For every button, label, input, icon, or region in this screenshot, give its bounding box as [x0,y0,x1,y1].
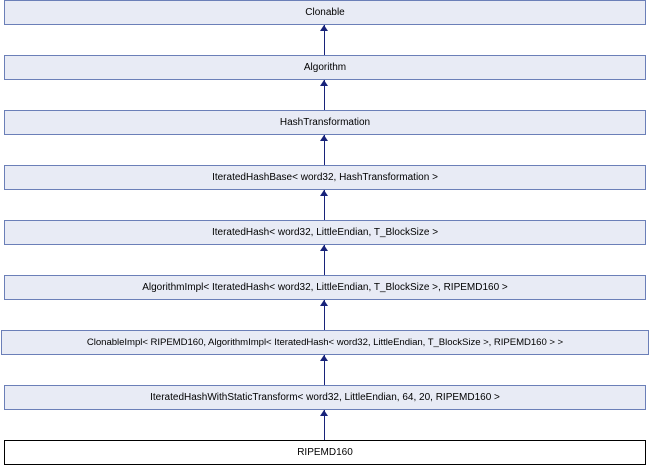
class-node-hashtransformation[interactable]: HashTransformation [4,110,646,135]
inheritance-edge-algorithmimpl-to-iteratedhash [324,245,325,275]
inheritance-edge-iteratedhashwithstatictransform-to-clonableimpl [324,355,325,385]
inheritance-arrow-icon [320,245,328,251]
class-node-label: IteratedHashBase< word32, HashTransforma… [212,172,438,183]
inheritance-arrow-icon [320,25,328,31]
class-node-label: ClonableImpl< RIPEMD160, AlgorithmImpl< … [86,337,564,348]
inheritance-edge-hashtransformation-to-algorithm [324,80,325,110]
inheritance-edge-ripemd160-to-iteratedhashwithstatictransform [324,410,325,440]
class-node-ripemd160-current[interactable]: RIPEMD160 [4,440,646,465]
inheritance-arrow-icon [320,190,328,196]
class-node-label: IteratedHash< word32, LittleEndian, T_Bl… [211,227,439,238]
inheritance-arrow-icon [320,80,328,86]
inheritance-arrow-icon [320,300,328,306]
class-node-clonableimpl[interactable]: ClonableImpl< RIPEMD160, AlgorithmImpl< … [1,330,649,355]
class-node-label: AlgorithmImpl< IteratedHash< word32, Lit… [142,282,508,293]
inheritance-edge-iteratedhash-to-iteratedhashbase [324,190,325,220]
inheritance-arrow-icon [320,135,328,141]
class-node-iteratedhash[interactable]: IteratedHash< word32, LittleEndian, T_Bl… [4,220,646,245]
class-node-algorithmimpl[interactable]: AlgorithmImpl< IteratedHash< word32, Lit… [4,275,646,300]
inheritance-arrow-icon [320,355,328,361]
inheritance-edge-iteratedhashbase-to-hashtransformation [324,135,325,165]
class-node-label: Algorithm [303,62,347,73]
class-node-label: HashTransformation [279,117,371,128]
class-node-clonable[interactable]: Clonable [4,0,646,25]
class-node-label: IteratedHashWithStaticTransform< word32,… [150,392,500,403]
inheritance-arrow-icon [320,410,328,416]
class-node-label: RIPEMD160 [297,447,353,458]
class-node-label: Clonable [305,7,345,18]
class-node-iteratedhashwithstatictransform[interactable]: IteratedHashWithStaticTransform< word32,… [4,385,646,410]
class-node-iteratedhashbase[interactable]: IteratedHashBase< word32, HashTransforma… [4,165,646,190]
class-node-algorithm[interactable]: Algorithm [4,55,646,80]
inheritance-edge-algorithm-to-clonable [324,25,325,55]
inheritance-edge-clonableimpl-to-algorithmimpl [324,300,325,330]
